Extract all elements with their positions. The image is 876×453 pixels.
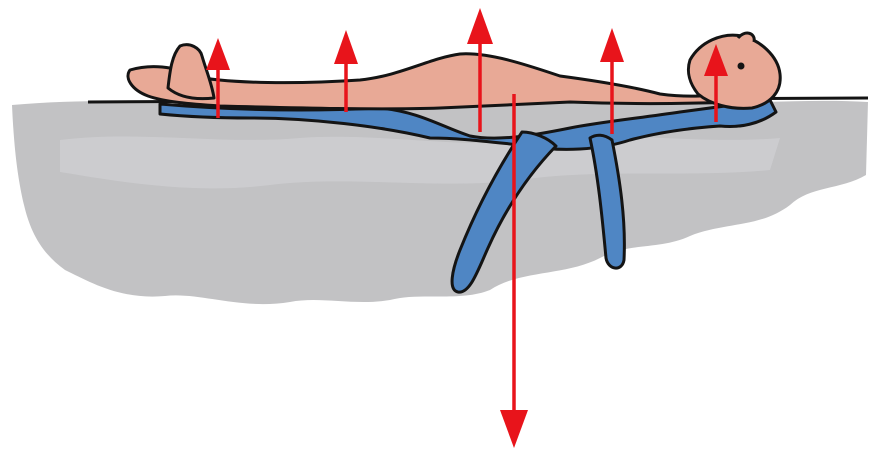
head bbox=[688, 35, 780, 108]
eye bbox=[738, 63, 745, 70]
hands bbox=[168, 45, 214, 99]
